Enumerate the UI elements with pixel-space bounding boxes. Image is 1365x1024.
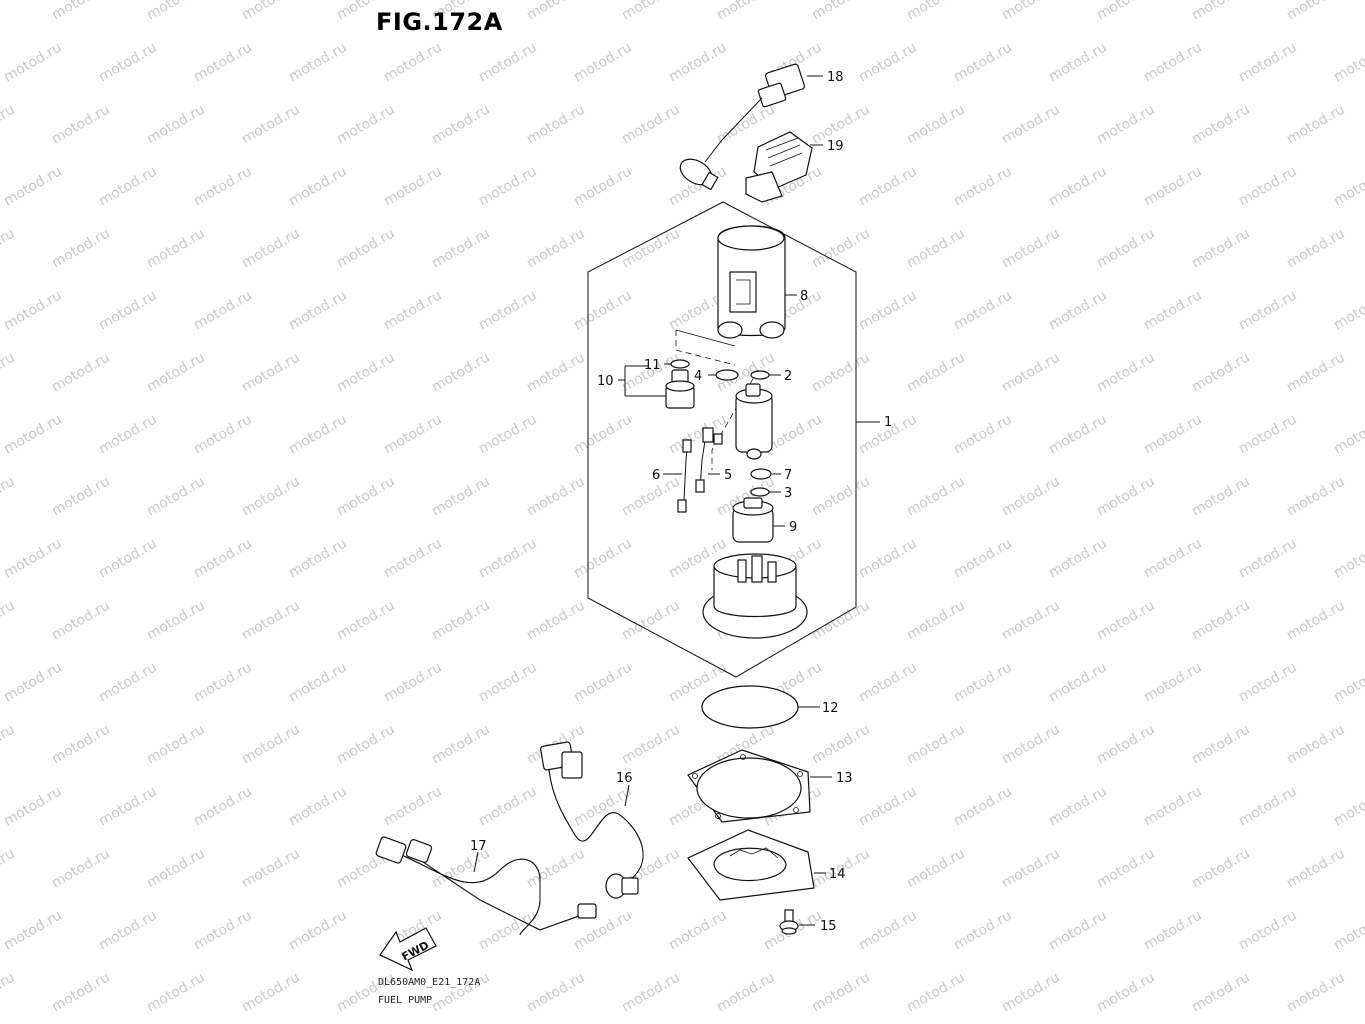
callout-4: 4 <box>694 369 702 384</box>
callout-11: 11 <box>644 358 661 373</box>
callout-10: 10 <box>597 374 614 389</box>
callout-8: 8 <box>800 289 808 304</box>
callout-13: 13 <box>836 771 853 786</box>
assembly-boundary <box>587 201 857 678</box>
callout-16: 16 <box>616 771 633 786</box>
callout-15: 15 <box>820 919 837 934</box>
callout-17: 17 <box>470 839 487 854</box>
part-4-o-ring[interactable] <box>715 369 739 381</box>
part-8-fuel-filter[interactable] <box>717 225 786 339</box>
part-14-plate-gasket[interactable] <box>687 829 815 901</box>
part-17-fuel-hose-assembly[interactable] <box>375 836 597 936</box>
part-1-fuel-pump-motor[interactable] <box>735 383 773 460</box>
forward-direction-arrow <box>379 927 437 972</box>
part-10-pressure-regulator[interactable] <box>665 369 695 409</box>
part-6-lead-wire[interactable] <box>677 439 692 513</box>
callout-1: 1 <box>884 415 892 430</box>
part-13-retainer-plate[interactable] <box>687 749 811 823</box>
callout-7: 7 <box>784 468 792 483</box>
pump-case-base <box>702 553 808 639</box>
part-5-lead-wire[interactable] <box>695 427 723 493</box>
callout-14: 14 <box>829 867 846 882</box>
part-2-o-ring[interactable] <box>750 370 770 380</box>
part-12-gasket[interactable] <box>701 685 799 729</box>
callout-2: 2 <box>784 369 792 384</box>
part-19-bracket[interactable] <box>745 131 813 203</box>
part-11-o-ring[interactable] <box>670 359 690 369</box>
callout-5: 5 <box>724 468 732 483</box>
callout-19: 19 <box>827 139 844 154</box>
part-18-fuel-level-sender[interactable] <box>676 63 806 191</box>
part-16-fuel-hose[interactable] <box>540 741 644 899</box>
figure-section-name: FUEL PUMP <box>378 995 433 1006</box>
figure-title: FIG.172A <box>376 8 503 36</box>
callout-6: 6 <box>652 468 660 483</box>
figure-model-code: DL650AM0_E21_172A <box>378 977 481 988</box>
part-7-cushion[interactable] <box>750 468 772 480</box>
callout-18: 18 <box>827 70 844 85</box>
part-3-washer[interactable] <box>750 487 770 497</box>
part-15-bolt[interactable] <box>779 909 799 935</box>
callout-3: 3 <box>784 486 792 501</box>
part-9-fuel-strainer[interactable] <box>732 497 774 543</box>
callout-9: 9 <box>789 520 797 535</box>
callout-12: 12 <box>822 701 839 716</box>
